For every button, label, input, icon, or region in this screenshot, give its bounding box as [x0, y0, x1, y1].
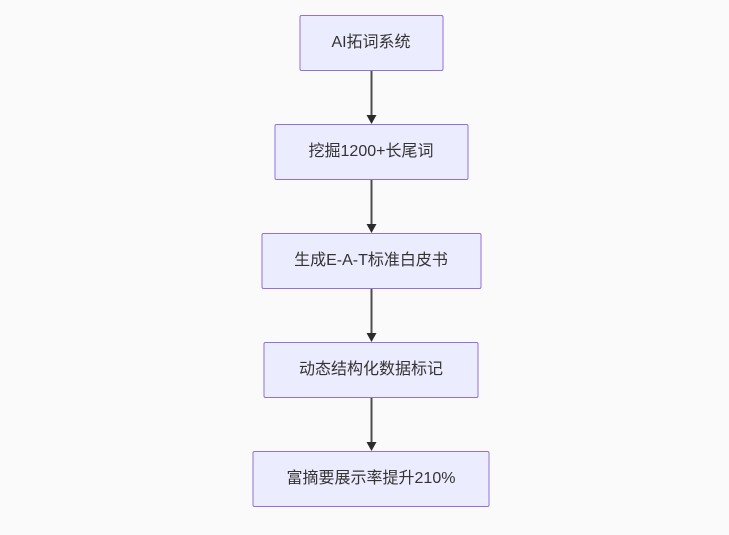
- flow-node-label: 动态结构化数据标记: [298, 361, 443, 378]
- arrowhead-down-icon: [366, 333, 376, 342]
- arrow-line: [370, 289, 372, 333]
- flow-node-ai-word-expansion-system: AI拓词系统: [299, 15, 443, 71]
- flow-node-label: 挖掘1200+长尾词: [308, 143, 434, 160]
- flow-node-label: 生成E-A-T标准白皮书: [294, 252, 448, 269]
- flow-arrow-4: [366, 398, 376, 451]
- flow-arrow-1: [366, 71, 376, 124]
- flow-node-label: AI拓词系统: [331, 34, 411, 51]
- flow-node-dynamic-structured-data-markup: 动态结构化数据标记: [263, 342, 479, 398]
- arrow-line: [370, 71, 372, 115]
- arrow-line: [370, 180, 372, 224]
- flowchart: AI拓词系统 挖掘1200+长尾词 生成E-A-T标准白皮书 动态结构化数据标记: [252, 15, 490, 507]
- flow-arrow-3: [366, 289, 376, 342]
- flow-arrow-2: [366, 180, 376, 233]
- flow-node-rich-snippet-rate-increase: 富摘要展示率提升210%: [252, 451, 490, 507]
- flow-node-generate-eat-whitepaper: 生成E-A-T标准白皮书: [261, 233, 481, 289]
- arrowhead-down-icon: [366, 224, 376, 233]
- arrow-line: [370, 398, 372, 442]
- arrowhead-down-icon: [366, 442, 376, 451]
- flow-node-mine-longtail-keywords: 挖掘1200+长尾词: [274, 124, 468, 180]
- flow-node-label: 富摘要展示率提升210%: [286, 470, 456, 487]
- arrowhead-down-icon: [366, 115, 376, 124]
